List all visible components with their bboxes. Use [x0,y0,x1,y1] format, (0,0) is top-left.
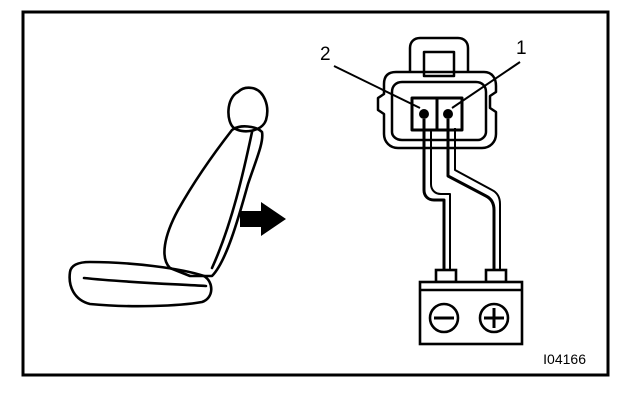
seat-backrest-edge [210,130,254,270]
battery-negative-post [434,268,458,284]
seat-cushion [68,260,213,308]
callout-2-leader [333,65,421,109]
lead-negative [422,119,446,270]
lead-positive [446,119,496,270]
lead-negative-outline [430,130,451,270]
connector-latch-window [422,50,456,78]
figure-code: I04166 [543,351,586,367]
seat-headrest [227,86,269,133]
seat-backrest [163,125,264,278]
terminal-2-pin [419,109,429,119]
callout-1-leader [451,61,521,109]
battery-body [418,280,524,346]
callout-1-label: 1 [516,38,527,59]
battery-minus-symbol [428,302,460,334]
terminal-1-pin [443,109,453,119]
connector-housing [376,70,498,150]
connector-latch [408,36,470,72]
lead-positive-outline [454,128,501,270]
battery-plus-symbol [478,302,510,334]
seat-cushion-edge [82,276,208,288]
battery-icon [418,268,524,346]
seat-icon [68,86,269,308]
test-leads [422,119,501,270]
arrow-right-icon [240,202,286,236]
callout-2-label: 2 [320,44,331,65]
battery-positive-post [484,268,508,284]
